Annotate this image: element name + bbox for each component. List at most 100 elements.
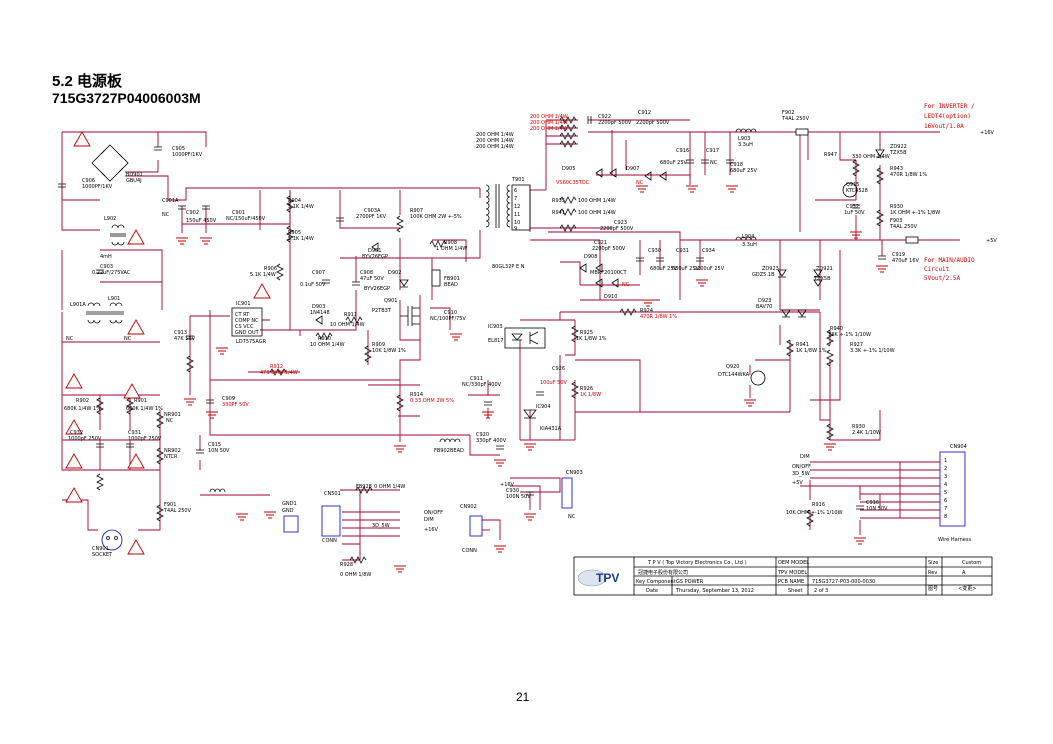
inverter-note-line1: For INVERTER /: [924, 103, 975, 110]
svg-text:BD901: BD901: [126, 172, 143, 178]
mosfet-q901: Q901 P2TB3T: [372, 298, 420, 326]
svg-text:NC: NC: [622, 282, 630, 288]
svg-text:1: 1: [944, 458, 947, 464]
svg-text:R940: R940: [830, 326, 843, 332]
svg-text:8: 8: [944, 514, 947, 520]
svg-text:R941: R941: [552, 210, 565, 216]
warning-icon: [253, 283, 271, 299]
svg-text:1uF 50V: 1uF 50V: [844, 210, 865, 216]
svg-text:3: 3: [944, 474, 947, 480]
svg-text:TPV MODEL: TPV MODEL: [777, 570, 807, 576]
svg-text:2200uF 25V: 2200uF 25V: [694, 266, 725, 272]
svg-text:T901: T901: [511, 177, 525, 183]
svg-text:NR901: NR901: [164, 412, 181, 418]
inductors: [209, 128, 919, 493]
svg-text:2200pF 500V: 2200pF 500V: [636, 120, 670, 126]
connector-cn902: CN902 CONN: [460, 504, 483, 554]
svg-text:5.1K 1/4W: 5.1K 1/4W: [288, 204, 314, 210]
svg-text:1000pF 250V: 1000pF 250V: [68, 436, 102, 442]
svg-text:200 OHM 1/4W: 200 OHM 1/4W: [476, 144, 514, 150]
svg-text:7: 7: [514, 196, 517, 202]
svg-text:ON/OFF: ON/OFF: [424, 510, 443, 516]
warning-icon: [123, 383, 141, 399]
svg-text:BEAD: BEAD: [450, 448, 464, 454]
rail-16v: +16V: [980, 130, 995, 136]
svg-text:1000pF 250V: 1000pF 250V: [128, 436, 162, 442]
svg-text:470 OHM 1/4W: 470 OHM 1/4W: [260, 370, 298, 376]
svg-text:680uF 25V: 680uF 25V: [730, 168, 758, 174]
cn901-ref: CN901: [92, 546, 109, 552]
svg-text:6: 6: [944, 498, 947, 504]
svg-text:2200pF 500V: 2200pF 500V: [592, 246, 626, 252]
svg-text:5.1K 1/4W: 5.1K 1/4W: [250, 272, 276, 278]
svg-text:680K 1/4W 1%: 680K 1/4W 1%: [64, 406, 101, 412]
rail-5v: +5V: [986, 238, 997, 244]
svg-text:GND OUT: GND OUT: [235, 330, 260, 336]
signal-3d: 3D_5W: [792, 471, 810, 477]
page-number: 21: [516, 690, 530, 704]
svg-text:C907: C907: [312, 270, 325, 276]
svg-text:KTC4528: KTC4528: [846, 188, 868, 194]
warning-icon: [73, 131, 91, 147]
cn903-label: NC: [568, 514, 576, 520]
signal-labels: DIM ON/OFF 3D_5W +5V ON/OFF DIM 3D_5W +1…: [372, 130, 997, 533]
svg-text:470R 1/8W 1%: 470R 1/8W 1%: [640, 314, 677, 320]
svg-text:R930: R930: [852, 424, 865, 430]
svg-text:R910: R910: [318, 336, 331, 342]
svg-text:10K 1/8W 1%: 10K 1/8W 1%: [372, 348, 406, 354]
svg-text:10K OHM +-1% 1/10W: 10K OHM +-1% 1/10W: [786, 510, 843, 516]
svg-text:D901: D901: [368, 248, 381, 254]
svg-text:0.33 OHM 2W 5%: 0.33 OHM 2W 5%: [410, 398, 454, 404]
capacitors: [58, 116, 886, 510]
svg-text:150uF 450V: 150uF 450V: [186, 218, 217, 224]
transistor-q915: [842, 182, 858, 198]
svg-text:NC/330pF 400V: NC/330pF 400V: [462, 382, 502, 388]
svg-text:KIA431A: KIA431A: [540, 426, 562, 432]
resistors: [96, 116, 884, 564]
svg-text:Date: Date: [646, 588, 658, 594]
connector-gnd1: GND1 GND: [282, 501, 299, 533]
svg-text:C919: C919: [892, 252, 905, 258]
bridge-rectifier: BD901 GBU4J: [91, 144, 143, 184]
company-name: T P V ( Top Victory Electronics Co , Ltd…: [647, 560, 747, 566]
svg-text:2200pF 500V: 2200pF 500V: [600, 226, 634, 232]
svg-text:Size: Size: [928, 560, 938, 566]
svg-text:R943: R943: [890, 166, 903, 172]
svg-text:R906: R906: [264, 266, 277, 272]
svg-text:C913: C913: [174, 330, 187, 336]
svg-text:11: 11: [514, 212, 520, 218]
svg-text:图号: 图号: [928, 586, 938, 592]
svg-text:R930: R930: [890, 204, 903, 210]
svg-text:NC: NC: [124, 336, 132, 342]
svg-text:C915: C915: [208, 442, 221, 448]
svg-text:F902: F902: [782, 110, 794, 116]
svg-text:DTC144WKA: DTC144WKA: [718, 372, 750, 378]
svg-text:R935: R935: [552, 198, 565, 204]
connector-cn901: CN901 SOCKET: [92, 529, 123, 558]
svg-text:10: 10: [514, 220, 520, 226]
cn904-label: Wire Harness: [938, 537, 971, 543]
svg-text:D902: D902: [388, 270, 401, 276]
svg-text:C903A: C903A: [364, 208, 381, 214]
svg-text:C916: C916: [676, 148, 689, 154]
svg-text:IC901: IC901: [236, 301, 251, 307]
svg-text:F901: F901: [164, 502, 176, 508]
choke-l901: L901A L901 NC NC: [66, 296, 132, 342]
svg-text:ZD921: ZD921: [816, 266, 833, 272]
component-labels: C905 1000PF/1KV C906 1000PF/1KV C901A NC…: [64, 110, 940, 578]
svg-text:Key Component: Key Component: [636, 579, 676, 585]
svg-text:3.3uH: 3.3uH: [742, 242, 757, 248]
svg-text:IC903: IC903: [488, 324, 503, 330]
svg-text:NC: NC: [166, 418, 174, 424]
svg-text:200 OHM 1/4W: 200 OHM 1/4W: [530, 126, 568, 132]
inverter-note-line3: 16Vout/1.0A: [924, 123, 964, 130]
svg-text:NC/100PF/75V: NC/100PF/75V: [430, 316, 466, 322]
cn902-ref: CN902: [460, 504, 477, 510]
svg-text:1000PF/1KV: 1000PF/1KV: [172, 152, 203, 158]
svg-text:10 OHM 1/4W: 10 OHM 1/4W: [330, 322, 365, 328]
svg-text:L901A: L901A: [70, 302, 86, 308]
svg-text:DIM: DIM: [424, 517, 434, 523]
inverter-note-line2: LEDT4(option): [924, 113, 971, 120]
svg-text:R914: R914: [410, 392, 423, 398]
svg-text:200 OHM 1/4W: 200 OHM 1/4W: [530, 120, 568, 126]
